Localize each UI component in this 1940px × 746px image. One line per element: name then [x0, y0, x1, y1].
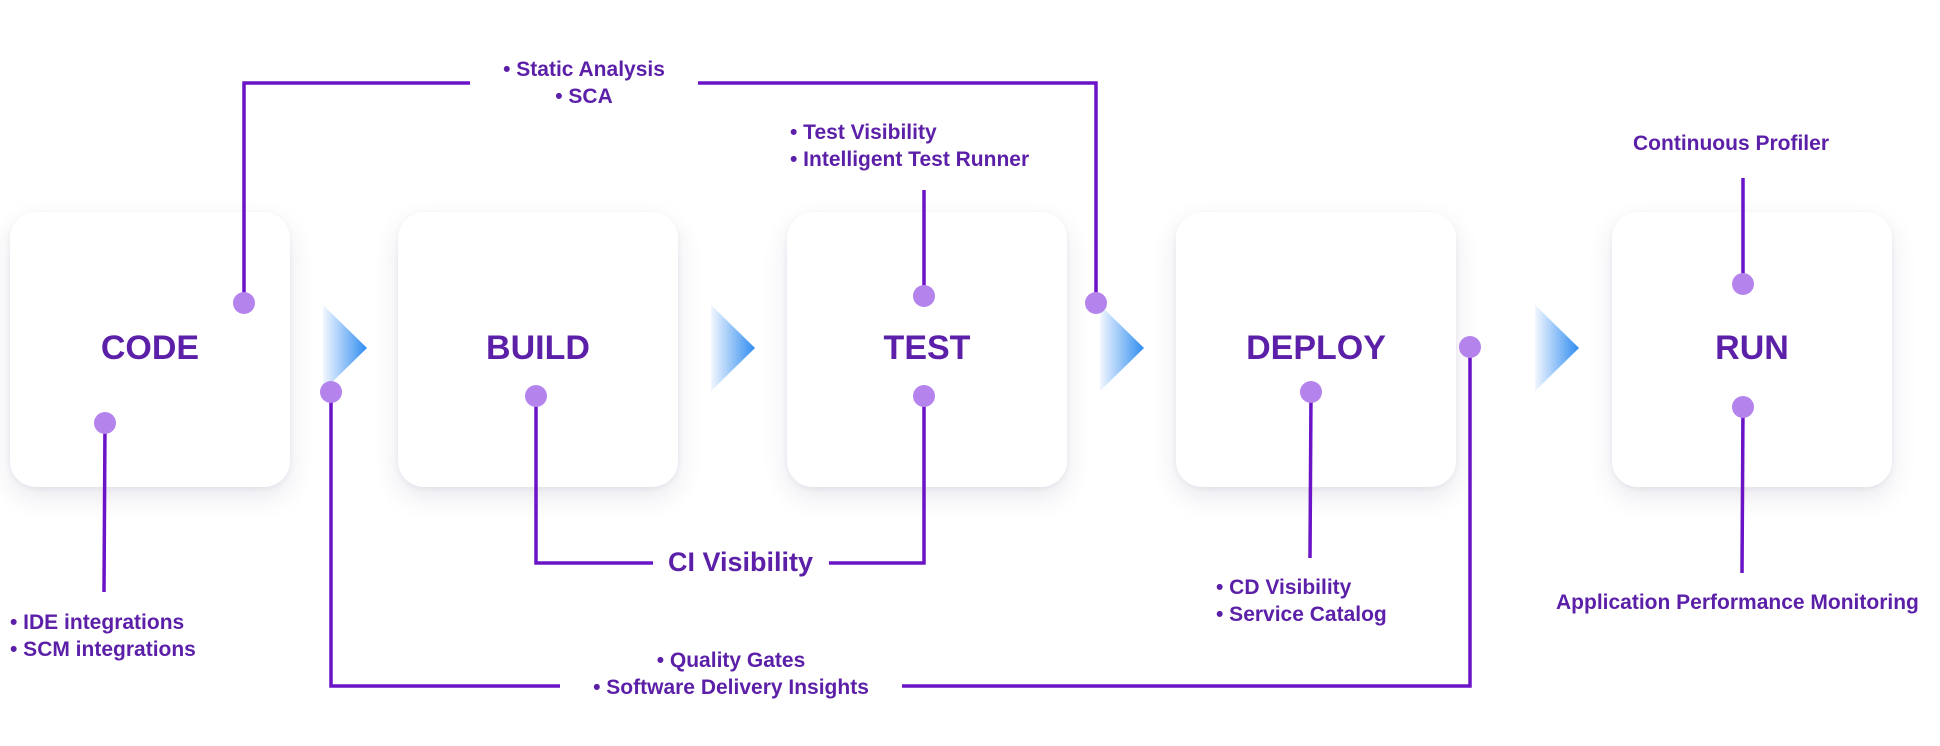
connector-dot: [1459, 336, 1481, 358]
label-quality-line-2: • Software Delivery Insights: [593, 676, 869, 699]
stage-card-test: [787, 212, 1067, 487]
connector-dot: [320, 381, 342, 403]
arrow-test-deploy-icon: [1100, 305, 1144, 391]
stage-card-run: [1612, 212, 1892, 487]
connector-dot: [1732, 273, 1754, 295]
connector-static-analysis: [242, 81, 470, 303]
connector-dot: [94, 412, 116, 434]
label-cd-catalog: • CD Visibility • Service Catalog: [1216, 574, 1387, 628]
connector-dot: [1732, 396, 1754, 418]
label-ide-scm-line-2: • SCM integrations: [10, 638, 196, 661]
label-ide-scm-line-1: • IDE integrations: [10, 611, 185, 634]
label-quality-line-1: • Quality Gates: [656, 649, 806, 672]
connector-ci-build: [534, 396, 653, 565]
stage-label-test: TEST: [883, 329, 971, 367]
connector-static-analysis-right: [698, 81, 1098, 303]
label-apm: Application Performance Monitoring: [1556, 591, 1919, 614]
connector-dot: [525, 385, 547, 407]
label-quality: • Quality Gates • Software Delivery Insi…: [572, 647, 890, 701]
label-cd-catalog-line-2: • Service Catalog: [1216, 603, 1387, 626]
connector-quality-left: [329, 392, 560, 688]
label-continuous-profiler: Continuous Profiler: [1633, 132, 1829, 155]
label-static-analysis: • Static Analysis • SCA: [480, 56, 688, 110]
connector-dot: [913, 385, 935, 407]
label-static-analysis-line-2: • SCA: [555, 85, 613, 108]
label-ide-scm: • IDE integrations • SCM integrations: [10, 609, 196, 663]
label-cd-catalog-line-1: • CD Visibility: [1216, 576, 1352, 599]
connector-dot: [913, 285, 935, 307]
label-test-tools: • Test Visibility • Intelligent Test Run…: [790, 119, 1029, 173]
stage-card-build: [398, 212, 678, 487]
flow-arrows: [323, 305, 1579, 391]
label-test-tools-line-2: • Intelligent Test Runner: [790, 148, 1030, 171]
arrow-deploy-run-icon: [1535, 305, 1579, 391]
label-static-analysis-line-1: • Static Analysis: [503, 58, 665, 81]
stage-label-code: CODE: [100, 329, 200, 367]
stage-label-deploy: DEPLOY: [1246, 329, 1386, 367]
stage-label-build: BUILD: [486, 329, 590, 367]
label-ci-visibility: CI Visibility: [668, 547, 814, 577]
connector-dot: [1300, 381, 1322, 403]
stage-label-run: RUN: [1715, 329, 1789, 367]
connector-cd-catalog: [1308, 391, 1313, 559]
connector-quality-right: [902, 347, 1472, 688]
connector-dot: [233, 292, 255, 314]
connector-ide-scm: [102, 422, 107, 593]
arrow-build-test-icon: [711, 305, 755, 391]
label-test-tools-line-1: • Test Visibility: [790, 121, 937, 144]
stage-card-deploy: [1176, 212, 1456, 487]
connector-apm: [1740, 406, 1745, 574]
connector-ci-test: [829, 396, 926, 565]
connector-dot: [1085, 292, 1107, 314]
arrow-code-build-icon: [323, 305, 367, 391]
